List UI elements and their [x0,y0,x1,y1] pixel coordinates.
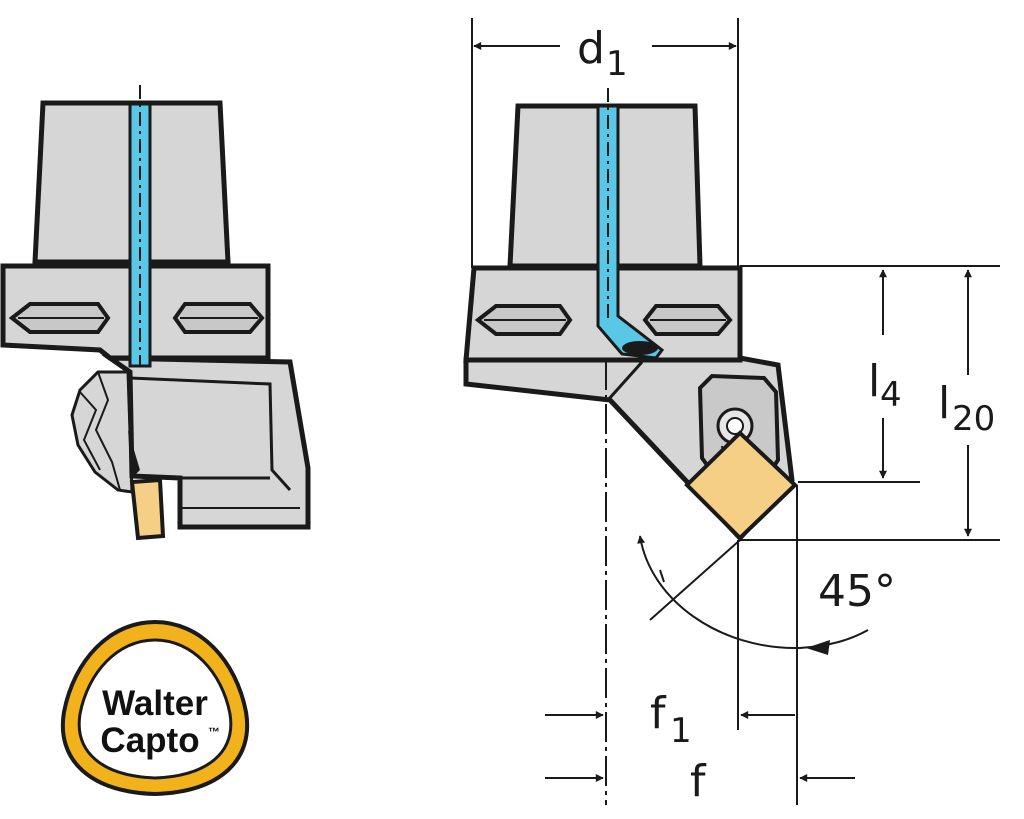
right-insert [684,430,798,541]
left-clamp [70,370,134,494]
f1-label: f [650,688,667,739]
l4-subscript: 4 [880,375,902,415]
angle-label: 45° [818,566,896,617]
walter-capto-logo: Walter Capto ™ [60,619,250,797]
f1-subscript: 1 [670,711,692,751]
tool-side-view [0,85,311,541]
logo-line1: Walter [102,684,208,723]
left-head [101,355,311,530]
d1-subscript: 1 [606,44,628,84]
d1-label: d [577,23,605,74]
l4-label: l [868,356,880,407]
l20-label: l [938,378,950,429]
l20-subscript: 20 [952,399,995,439]
tool-front-view [463,88,798,542]
f-label: f [690,756,707,807]
logo-trademark: ™ [208,725,220,739]
dimension-lines [471,18,1000,805]
logo-line2: Capto [100,721,199,760]
left-insert [129,477,166,541]
right-coolant-channel [596,104,665,360]
